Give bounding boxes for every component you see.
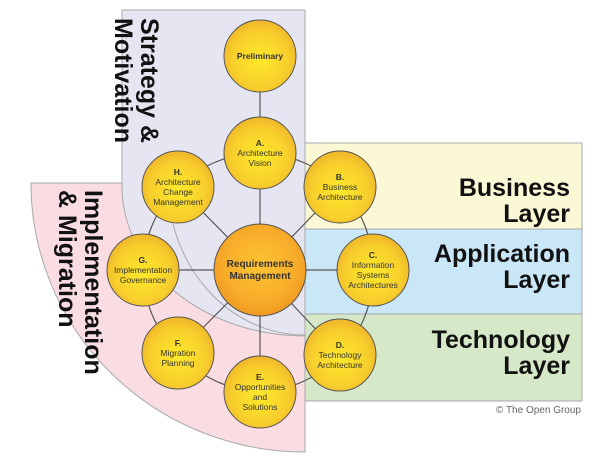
node-label: Management xyxy=(153,197,203,207)
node-label: Migration xyxy=(161,348,196,358)
node-label: Systems xyxy=(357,270,390,280)
node-label: Business xyxy=(323,182,358,192)
technology-layer-title-line2: Layer xyxy=(503,352,570,380)
svg-text:Motivation: Motivation xyxy=(109,18,137,143)
node-label: Architectures xyxy=(348,280,398,290)
node-circle xyxy=(303,150,377,224)
node-circle xyxy=(141,150,215,224)
node-label: Requirements xyxy=(227,259,294,270)
node-label: Architecture xyxy=(317,360,363,370)
application-layer-title-line1: Application xyxy=(434,240,570,268)
node-circle xyxy=(141,316,215,390)
node-letter: B. xyxy=(336,172,345,182)
node-letter: H. xyxy=(174,167,183,177)
node-letter: A. xyxy=(256,138,265,148)
node-label: Information xyxy=(352,260,395,270)
svg-text:& Migration: & Migration xyxy=(53,190,81,328)
node-label: Management xyxy=(229,271,291,282)
node-circle xyxy=(223,355,297,429)
node-label: Architecture xyxy=(155,177,201,187)
node-label: Preliminary xyxy=(237,51,284,61)
strategy-motivation-title: Strategy & Motivation xyxy=(109,18,163,143)
business-layer-title-line2: Layer xyxy=(503,200,570,228)
node-letter: E. xyxy=(256,372,264,382)
application-layer-title-line2: Layer xyxy=(503,266,570,294)
node-label: Implementation xyxy=(114,265,172,275)
copyright-text: © The Open Group xyxy=(496,405,581,416)
node-label: Solutions xyxy=(243,402,278,412)
node-label: Change xyxy=(163,187,193,197)
node-label: Technology xyxy=(318,350,362,360)
node-letter: G. xyxy=(139,255,148,265)
node-label: Architecture xyxy=(237,148,283,158)
node-circle xyxy=(223,19,297,93)
node-circle xyxy=(213,223,307,317)
svg-text:Implementation: Implementation xyxy=(79,190,107,375)
svg-text:Strategy &: Strategy & xyxy=(135,18,163,143)
node-label: Architecture xyxy=(317,192,363,202)
node-label: Vision xyxy=(249,158,272,168)
node-label: and xyxy=(253,392,267,402)
implementation-migration-title: Implementation & Migration xyxy=(53,190,107,375)
node-circle xyxy=(223,116,297,190)
node-label: Governance xyxy=(120,275,167,285)
node-circle xyxy=(303,318,377,392)
business-layer-title-line1: Business xyxy=(459,174,570,202)
node-circle xyxy=(336,233,410,307)
node-letter: C. xyxy=(369,250,378,260)
node-circle xyxy=(106,233,180,307)
node-label: Planning xyxy=(161,358,194,368)
phase-nodes: PreliminaryA.ArchitectureVisionB.Busines… xyxy=(106,19,410,429)
phase-node-preliminary[interactable]: Preliminary xyxy=(223,19,297,93)
node-letter: D. xyxy=(336,340,345,350)
node-letter: F. xyxy=(175,338,182,348)
technology-layer-title-line1: Technology xyxy=(432,326,571,354)
node-label: Opportunities xyxy=(235,382,286,392)
